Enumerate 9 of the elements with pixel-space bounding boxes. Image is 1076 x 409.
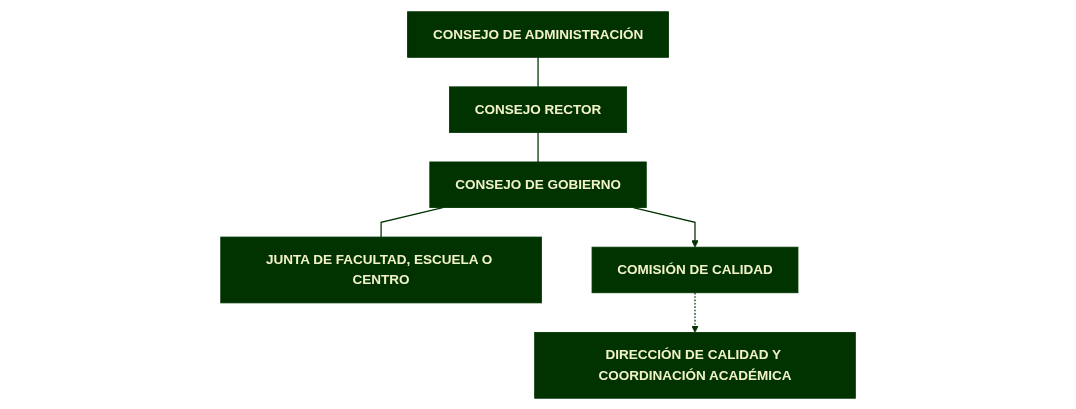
connector	[537, 131, 539, 163]
node-box: DIRECCIÓN DE CALIDAD Y COORDINACIÓN ACADÉMICA	[534, 331, 856, 399]
arrow	[691, 291, 699, 333]
node-box: CONSEJO DE GOBIERNO	[429, 161, 647, 208]
node-box: CONSEJO DE ADMINISTRACIÓN	[407, 10, 669, 58]
connector	[537, 56, 539, 87]
node-box: JUNTA DE FACULTAD, ESCUELA O CENTRO	[220, 236, 542, 303]
node-box: COMISIÓN DE CALIDAD	[591, 246, 799, 293]
node-box: CONSEJO RECTOR	[449, 85, 627, 133]
